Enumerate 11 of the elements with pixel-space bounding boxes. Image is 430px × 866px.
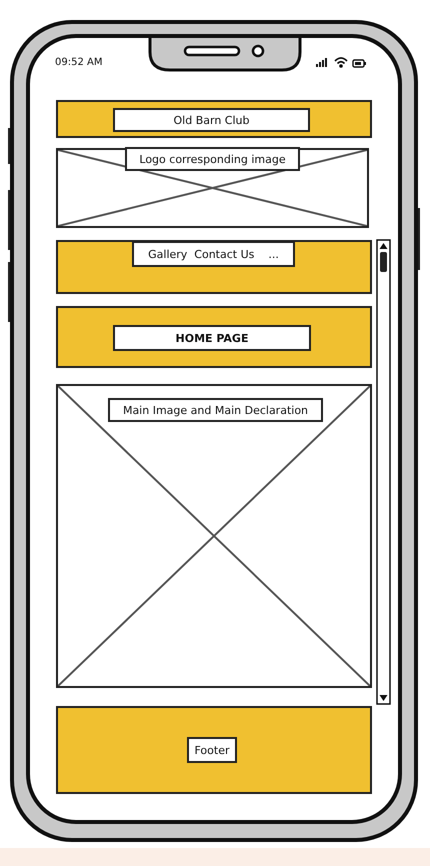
main-image-caption-label: Main Image and Main Declaration <box>108 398 323 422</box>
page-heading-label: HOME PAGE <box>113 325 311 351</box>
status-time: 09:52 AM <box>55 57 102 68</box>
nav-menu-label: Gallery Contact Us ... <box>132 241 295 267</box>
footer-band <box>56 706 372 794</box>
page-heading-band <box>56 306 372 368</box>
site-title-label: Old Barn Club <box>113 108 310 132</box>
image-caption-label: Logo corresponding image <box>125 147 300 171</box>
footer-label: Footer <box>187 737 237 763</box>
navigation-band <box>56 240 372 294</box>
header-band <box>56 100 372 138</box>
